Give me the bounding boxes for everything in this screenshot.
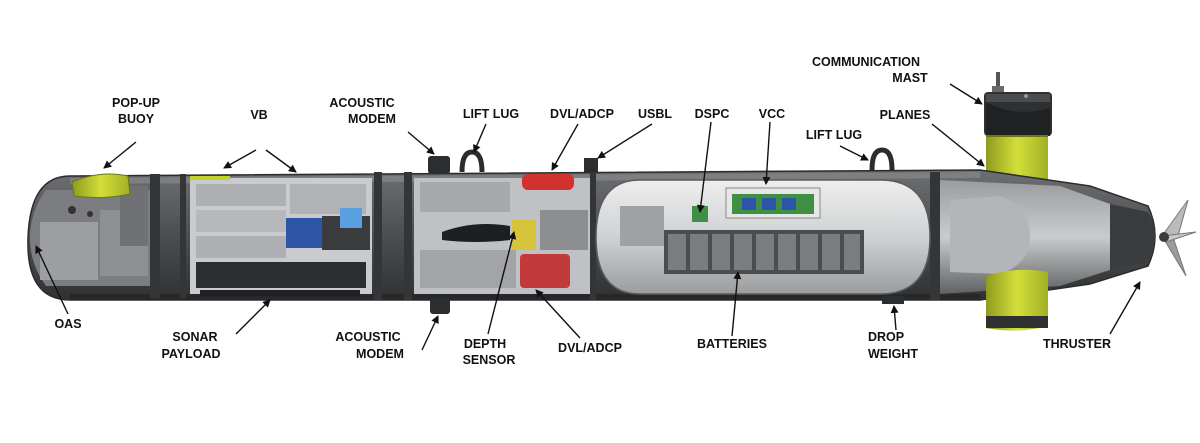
- label-dvl-adcp-top: DVL/ADCP: [550, 107, 614, 121]
- nose-section: [30, 186, 150, 286]
- label-drop-weight-line2: WEIGHT: [868, 347, 918, 361]
- label-sonar-payload-line2: PAYLOAD: [161, 347, 220, 361]
- label-vcc: VCC: [759, 107, 785, 121]
- vb-section: [190, 176, 372, 294]
- communication-mast: [984, 72, 1052, 136]
- label-sonar-payload-line1: SONAR: [172, 330, 217, 344]
- leader-lines: [35, 83, 1141, 351]
- label-pop-up-buoy-line2: BUOY: [118, 112, 155, 126]
- acoustic-modem-bottom-unit: [430, 298, 450, 314]
- sonar-payload: [200, 290, 360, 296]
- label-thruster: THRUSTER: [1043, 337, 1111, 351]
- label-communication-mast-line1: COMMUNICATION: [812, 55, 920, 69]
- thruster-propeller: [1159, 199, 1197, 277]
- usbl-unit: [584, 158, 598, 172]
- label-drop-weight-line1: DROP: [868, 330, 904, 344]
- lift-lug-forward: [459, 149, 485, 173]
- label-acoustic-modem-top-line2: MODEM: [348, 112, 396, 126]
- label-communication-mast-line2: MAST: [892, 71, 928, 85]
- label-vb: VB: [250, 108, 267, 122]
- label-pop-up-buoy-line1: POP-UP: [112, 96, 160, 110]
- label-dspc: DSPC: [695, 107, 730, 121]
- label-dvl-adcp-bottom: DVL/ADCP: [558, 341, 622, 355]
- frame-rings: [150, 172, 940, 300]
- battery-tank: [595, 179, 931, 295]
- label-acoustic-modem-top-line1: ACOUSTIC: [329, 96, 394, 110]
- lower-plane-fin: [986, 269, 1048, 331]
- acoustic-modem-top-unit: [428, 156, 450, 174]
- label-depth-sensor-line1: DEPTH: [464, 337, 506, 351]
- pop-up-buoy: [71, 173, 131, 199]
- label-acoustic-modem-bottom-line1: ACOUSTIC: [335, 330, 400, 344]
- label-acoustic-modem-bottom-line2: MODEM: [356, 347, 404, 361]
- vcc-board: [725, 187, 821, 219]
- label-planes: PLANES: [880, 108, 931, 122]
- dvl-adcp-top-unit: [522, 174, 574, 190]
- label-depth-sensor-line2: SENSOR: [463, 353, 516, 367]
- label-batteries: BATTERIES: [697, 337, 767, 351]
- label-lift-lug-aft: LIFT LUG: [806, 128, 862, 142]
- dvl-adcp-bottom-unit: [520, 254, 570, 288]
- callout-labels: POP-UP BUOY VB ACOUSTIC MODEM LIFT LUG D…: [54, 55, 1111, 367]
- lift-lug-aft: [869, 147, 895, 171]
- vehicle: [27, 72, 1197, 331]
- label-usbl: USBL: [638, 107, 672, 121]
- drop-weight: [882, 296, 904, 304]
- tail-section: [940, 180, 1155, 294]
- label-lift-lug-forward: LIFT LUG: [463, 107, 519, 121]
- label-oas: OAS: [54, 317, 81, 331]
